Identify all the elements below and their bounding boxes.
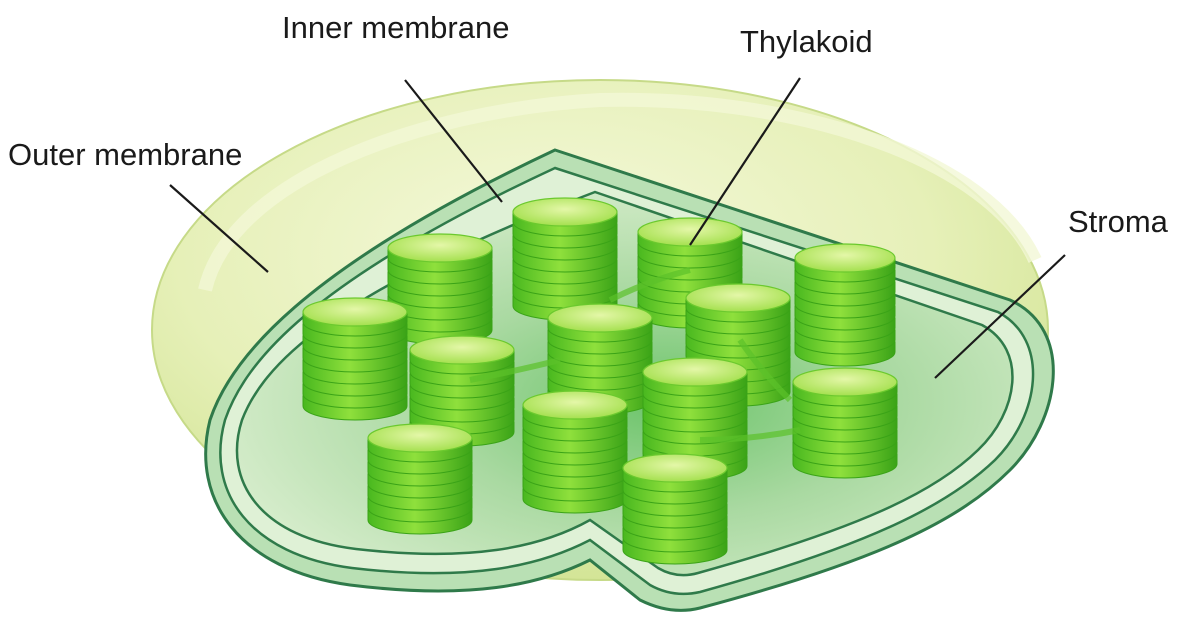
granum-stack [523, 391, 627, 513]
outer-membrane-label: Outer membrane [8, 137, 242, 172]
thylakoid-disc-top [368, 424, 472, 452]
thylakoid-disc-top [548, 304, 652, 332]
granum-stack [623, 454, 727, 564]
thylakoid-disc-top [643, 358, 747, 386]
thylakoid-label: Thylakoid [740, 24, 873, 59]
thylakoid-disc-top [793, 368, 897, 396]
thylakoid-disc-top [795, 244, 895, 272]
granum-stack [513, 198, 617, 320]
thylakoid-disc-top [638, 218, 742, 246]
thylakoid-disc-top [686, 284, 790, 312]
inner-membrane-label: Inner membrane [282, 10, 509, 45]
granum-stack [793, 368, 897, 478]
stroma-label: Stroma [1068, 204, 1169, 239]
thylakoid-disc-top [513, 198, 617, 226]
granum-stack [795, 244, 895, 366]
thylakoid-disc-top [388, 234, 492, 262]
thylakoid-disc-top [410, 336, 514, 364]
granum-stack [368, 424, 472, 534]
thylakoid-disc-top [623, 454, 727, 482]
thylakoid-disc-top [303, 298, 407, 326]
granum-stack [303, 298, 407, 420]
thylakoid-disc-top [523, 391, 627, 419]
